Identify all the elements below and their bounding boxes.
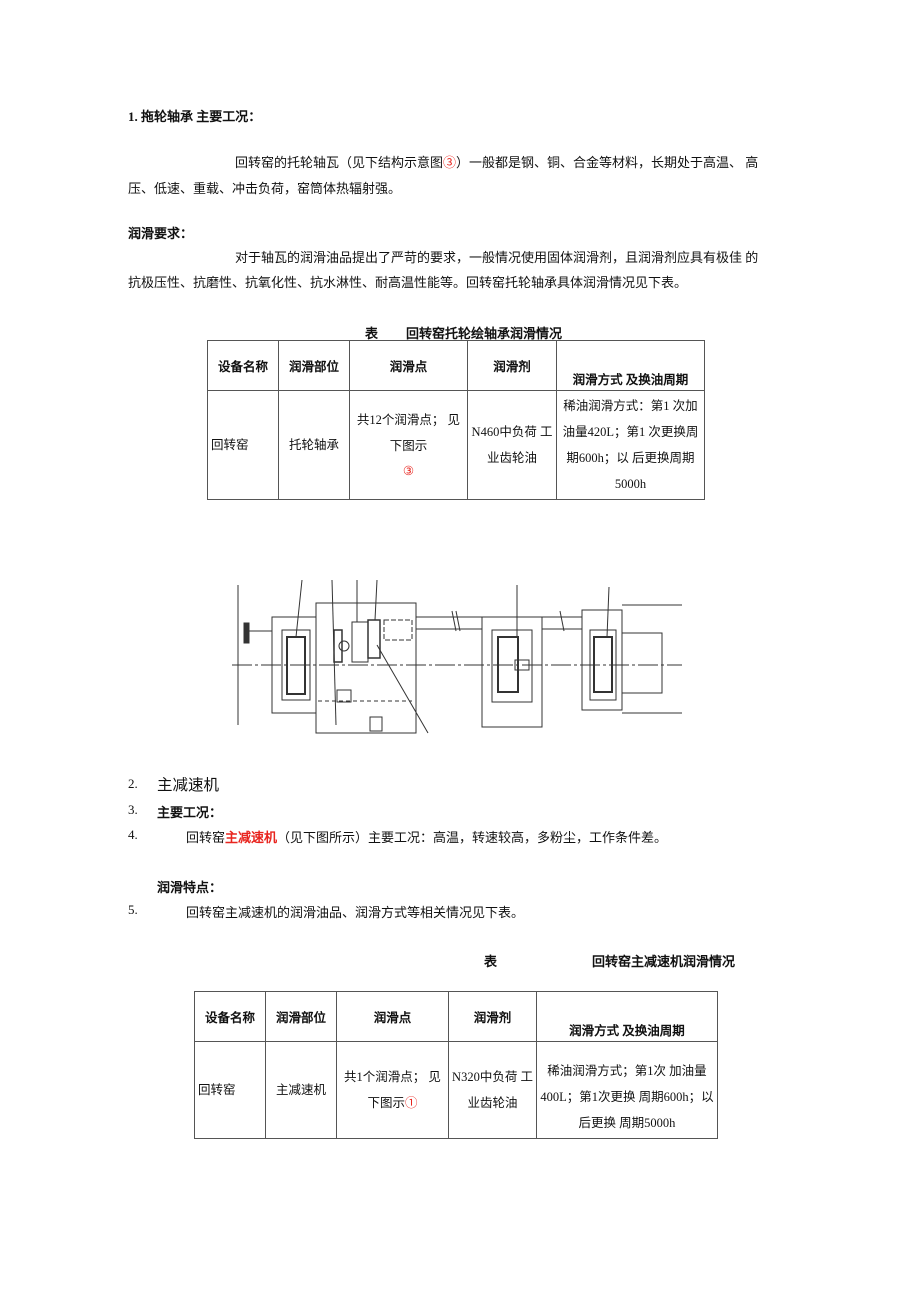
cell-lubricant: N460中负荷 工业齿轮油 <box>467 390 557 500</box>
table-row: 回转窑 主减速机 共1个润滑点； 见下图示① N320中负荷 工业齿轮油 稀油润… <box>194 1041 718 1139</box>
text: 回转窑 <box>186 830 226 845</box>
kiln-structure-diagram <box>232 579 682 734</box>
table-caption-title: 回转窑托轮绘轴承润滑情况 <box>406 326 563 341</box>
table-row: 回转窑 托轮轴承 共12个润滑点； 见下图示 ③ N460中负荷 工业齿轮油 稀油… <box>207 390 705 500</box>
subheading: 润滑特点： <box>157 880 223 895</box>
lubrication-table-2: 设备名称 润滑部位 润滑点 润滑剂 润滑方式 及换油周期 回转窑 主减速机 共1… <box>194 991 718 1139</box>
header-cell: 润滑剂 <box>467 340 557 391</box>
points-text: 共1个润滑点； 见下图示 <box>344 1070 441 1110</box>
cell-part: 托轮轴承 <box>278 390 350 500</box>
text: ）一般都是钢、铜、合金等材料，长期处于高温、 高 <box>456 155 759 170</box>
header-cell: 润滑部位 <box>278 340 350 391</box>
text: （见下图所示）主要工况：高温，转速较高，多粉尘，工作条件差。 <box>277 830 668 845</box>
header-cell: 设备名称 <box>207 340 279 391</box>
subheading: 润滑要求： <box>128 226 194 241</box>
cell-method: 稀油润滑方式；第1次 加油量400L；第1次更换 周期600h；以后更换 周期5… <box>536 1041 718 1139</box>
lubrication-table-1: 设备名称 润滑部位 润滑点 润滑剂 润滑方式 及换油周期 回转窑 托轮轴承 共1… <box>207 340 705 500</box>
section-heading: 主减速机 <box>157 777 220 794</box>
list-number: 4. <box>128 827 138 842</box>
header-cell: 润滑部位 <box>265 991 337 1042</box>
cell-method: 稀油润滑方式：第1 次加油量420L；第1 次更换周期600h；以 后更换周期5… <box>556 390 705 500</box>
reference-mark: ③ <box>443 155 457 170</box>
table-caption-label: 表 <box>484 954 498 969</box>
paragraph-line: 回转窑主减速机（见下图所示）主要工况：高温，转速较高，多粉尘，工作条件差。 <box>186 827 667 846</box>
subheading: 主要工况： <box>157 805 223 820</box>
header-cell: 设备名称 <box>194 991 266 1042</box>
text: 回转窑的托轮轴瓦（见下结构示意图 <box>235 155 444 170</box>
header-cell: 润滑点 <box>349 340 468 391</box>
header-cell: 润滑方式 及换油周期 <box>556 340 705 391</box>
paragraph-line: 回转窑主减速机的润滑油品、润滑方式等相关情况见下表。 <box>186 905 525 920</box>
list-number: 3. <box>128 802 138 817</box>
list-number: 2. <box>128 776 138 791</box>
paragraph-line: 压、低速、重载、冲击负荷，窑筒体热辐射强。 <box>128 181 402 196</box>
table-caption-label: 表 <box>365 326 379 341</box>
cell-equipment: 回转窑 <box>207 390 279 500</box>
cell-equipment: 回转窑 <box>194 1041 266 1139</box>
table-caption-title: 回转窑主减速机润滑情况 <box>592 954 736 969</box>
paragraph-line: 抗极压性、抗磨性、抗氧化性、抗水淋性、耐高温性能等。回转窑托轮轴承具体润滑情况见… <box>128 275 688 290</box>
cell-lubricant: N320中负荷 工业齿轮油 <box>448 1041 537 1139</box>
list-number: 5. <box>128 902 138 917</box>
highlight-text: 主减速机 <box>225 830 278 845</box>
cell-part: 主减速机 <box>265 1041 337 1139</box>
cell-points: 共12个润滑点； 见下图示 ③ <box>349 390 468 500</box>
header-cell: 润滑剂 <box>448 991 537 1042</box>
cell-points: 共1个润滑点； 见下图示① <box>336 1041 449 1139</box>
paragraph-line: 回转窑的托轮轴瓦（见下结构示意图③）一般都是钢、铜、合金等材料，长期处于高温、 … <box>235 152 758 171</box>
header-cell: 润滑点 <box>336 991 449 1042</box>
reference-mark: ③ <box>402 464 415 478</box>
header-cell: 润滑方式 及换油周期 <box>536 991 718 1042</box>
paragraph-line: 对于轴瓦的润滑油品提出了严苛的要求，一般情况使用固体润滑剂，且润滑剂应具有极佳 … <box>235 250 759 265</box>
points-text: 共12个润滑点； 见下图示 <box>356 413 461 453</box>
section-heading: 1. 拖轮轴承 主要工况： <box>128 109 262 124</box>
reference-mark: ① <box>405 1096 418 1110</box>
